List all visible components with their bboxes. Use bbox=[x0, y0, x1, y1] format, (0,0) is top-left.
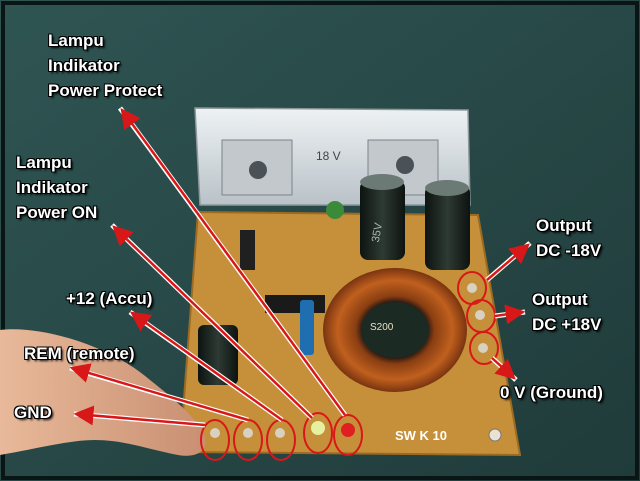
terminal-rem bbox=[243, 428, 253, 438]
highlight-circles bbox=[200, 271, 499, 461]
label-power-protect-line-3: Power Protect bbox=[48, 81, 163, 100]
coil-center bbox=[361, 302, 429, 358]
arrow-power-protect bbox=[120, 107, 347, 416]
arrow-rem bbox=[69, 363, 249, 422]
label-power-on: Lampu Indikator Power ON bbox=[16, 150, 97, 225]
arrow-ground bbox=[491, 357, 516, 380]
arrow-out-neg bbox=[486, 243, 530, 281]
screw-right bbox=[396, 156, 414, 174]
arrow-out-pos bbox=[494, 304, 526, 325]
terminal-ground bbox=[478, 343, 488, 353]
arrows bbox=[69, 106, 532, 428]
capacitor-2-top bbox=[425, 180, 469, 196]
capacitor-2 bbox=[425, 185, 470, 270]
led-power-protect bbox=[341, 423, 355, 437]
terminal-out-neg bbox=[467, 283, 477, 293]
circle-gnd bbox=[200, 419, 230, 461]
circle-led-on bbox=[303, 412, 333, 454]
ic-chip bbox=[265, 295, 325, 313]
mount-hole bbox=[488, 428, 502, 442]
capacitor-label: 35V bbox=[370, 221, 385, 243]
label-power-protect-line-2: Indikator bbox=[48, 56, 120, 75]
green-component bbox=[326, 201, 344, 219]
label-out-neg: Output DC -18V bbox=[536, 213, 601, 263]
blue-capacitor bbox=[300, 300, 314, 355]
terminal-gnd bbox=[210, 428, 220, 438]
terminal-accu bbox=[275, 428, 285, 438]
component-small bbox=[240, 230, 255, 270]
led-power-on bbox=[311, 421, 325, 435]
arrow-lines bbox=[69, 107, 530, 427]
label-accu: +12 (Accu) bbox=[66, 289, 153, 308]
capacitor-1 bbox=[360, 180, 405, 260]
label-gnd: GND bbox=[14, 403, 52, 422]
label-rem: REM (remote) bbox=[24, 344, 135, 363]
label-power-on-line-3: Power ON bbox=[16, 203, 98, 222]
arrow-gnd bbox=[73, 405, 206, 427]
screw-left bbox=[249, 161, 267, 179]
circle-led-protect bbox=[333, 414, 363, 456]
label-ground: 0 V (Ground) bbox=[500, 383, 603, 402]
label-power-protect: Lampu Indikator Power Protect bbox=[48, 28, 162, 103]
finger bbox=[0, 329, 206, 456]
label-out-neg-line-2: DC -18V bbox=[536, 241, 602, 260]
heatsink-label: 18 V bbox=[316, 149, 341, 163]
label-out-pos-line-1: Output bbox=[532, 290, 588, 309]
board-model: SW K 10 bbox=[395, 428, 447, 443]
arrow-power-on bbox=[112, 225, 313, 419]
label-out-pos: Output DC +18V bbox=[532, 287, 601, 337]
label-out-neg-line-1: Output bbox=[536, 216, 592, 235]
label-power-on-line-2: Indikator bbox=[16, 178, 88, 197]
coil-label: S200 bbox=[370, 322, 394, 333]
arrow-accu bbox=[129, 311, 283, 422]
capacitor-1-top bbox=[360, 174, 404, 190]
label-power-on-line-1: Lampu bbox=[16, 153, 72, 172]
label-out-pos-line-2: DC +18V bbox=[532, 315, 602, 334]
terminal-out-pos bbox=[475, 310, 485, 320]
label-power-protect-line-1: Lampu bbox=[48, 31, 104, 50]
circle-ground bbox=[469, 331, 499, 365]
